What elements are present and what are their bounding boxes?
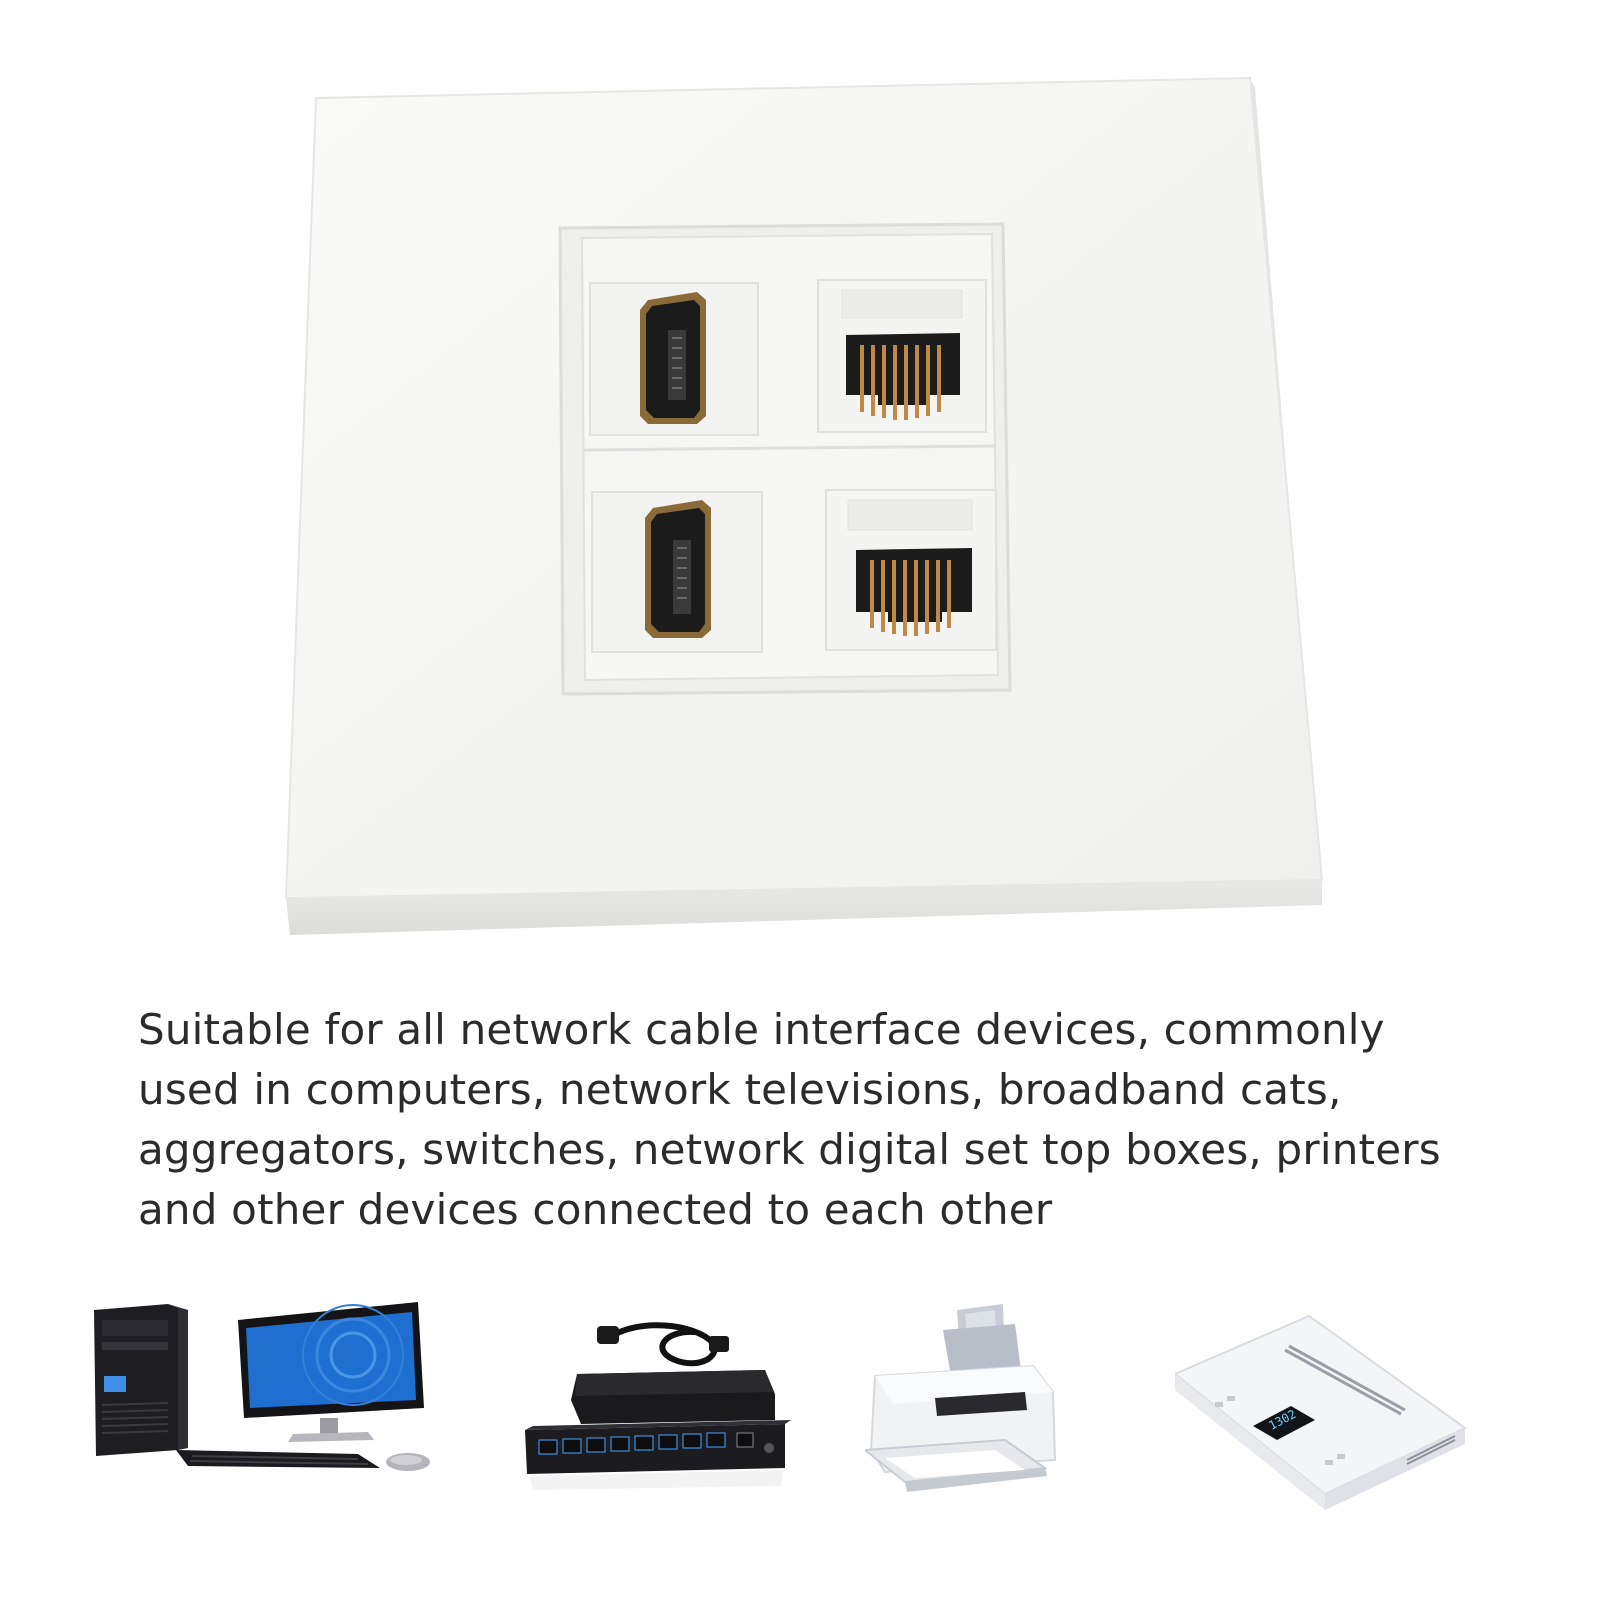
set-top-box: 1302 xyxy=(1175,1314,1467,1510)
rj45-port-bottom xyxy=(825,489,997,651)
desktop-computer xyxy=(94,1302,430,1471)
hdmi-port-bottom xyxy=(591,491,763,653)
wall-plate-product xyxy=(284,76,1324,935)
network-switch xyxy=(525,1322,791,1490)
rj45-port-top xyxy=(817,279,987,433)
product-description: Suitable for all network cable interface… xyxy=(138,1005,1441,1234)
printer xyxy=(865,1304,1057,1492)
hdmi-port-top xyxy=(589,282,759,436)
